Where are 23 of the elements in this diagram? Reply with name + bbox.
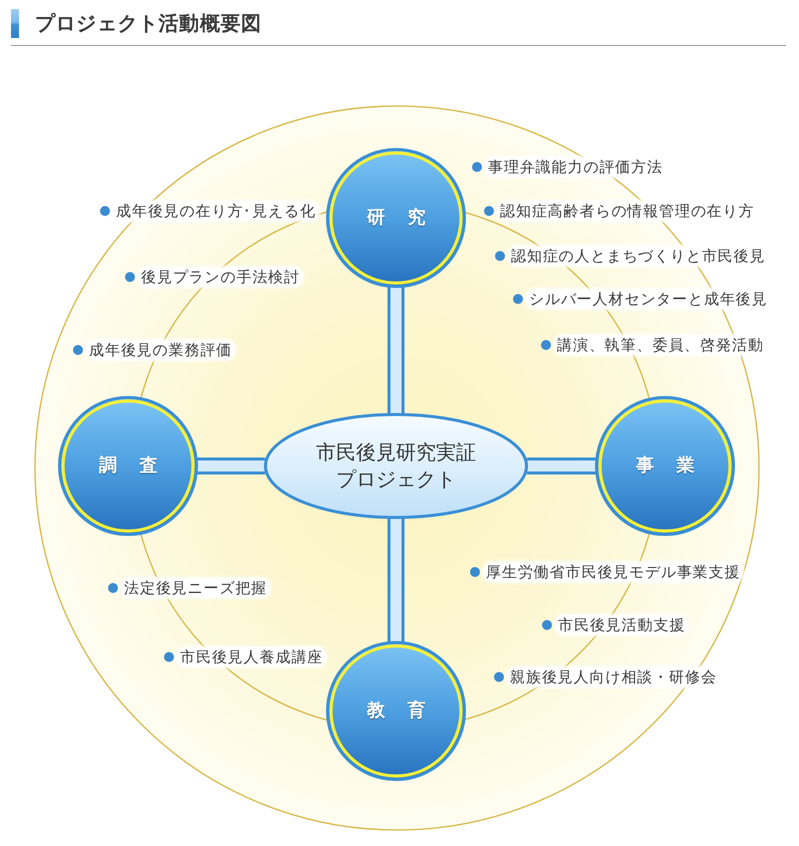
topic-circle: 研究 bbox=[326, 148, 466, 288]
connector-bar bbox=[197, 458, 265, 474]
item-text: 後見プランの手法検討 bbox=[139, 268, 302, 286]
topic-circle: 調査 bbox=[58, 396, 198, 536]
item-text: 認知症高齢者らの情報管理の在り方 bbox=[498, 202, 756, 220]
connector-bar bbox=[388, 287, 404, 414]
item-text: 事理弁識能力の評価方法 bbox=[486, 158, 665, 176]
item-text: 成年後見の業務評価 bbox=[87, 341, 234, 359]
connector-bar bbox=[388, 518, 404, 642]
topic-circle: 教育 bbox=[326, 641, 466, 781]
item-text: 法定後見ニーズ把握 bbox=[122, 579, 270, 597]
item-text: 厚生労働省市民後見モデル事業支援 bbox=[484, 563, 742, 581]
item-text: 市民後見人養成講座 bbox=[178, 648, 326, 666]
connector-bar bbox=[527, 458, 596, 474]
title: プロジェクト活動概要図 bbox=[35, 10, 262, 37]
item-text: 親族後見人向け相談・研修会 bbox=[508, 668, 719, 686]
item-text: 講演、執筆、委員、啓発活動 bbox=[555, 336, 766, 354]
item-text: 市民後見活動支援 bbox=[556, 616, 688, 634]
item-text: 成年後見の在り方･見える化 bbox=[114, 202, 318, 220]
item-text: 認知症の人とまちづくりと市民後見 bbox=[509, 247, 768, 265]
center-ellipse: 市民後見研究実証プロジェクト bbox=[264, 413, 528, 519]
item-text: シルバー人材センターと成年後見 bbox=[527, 290, 770, 308]
topic-circle: 事業 bbox=[595, 396, 735, 536]
